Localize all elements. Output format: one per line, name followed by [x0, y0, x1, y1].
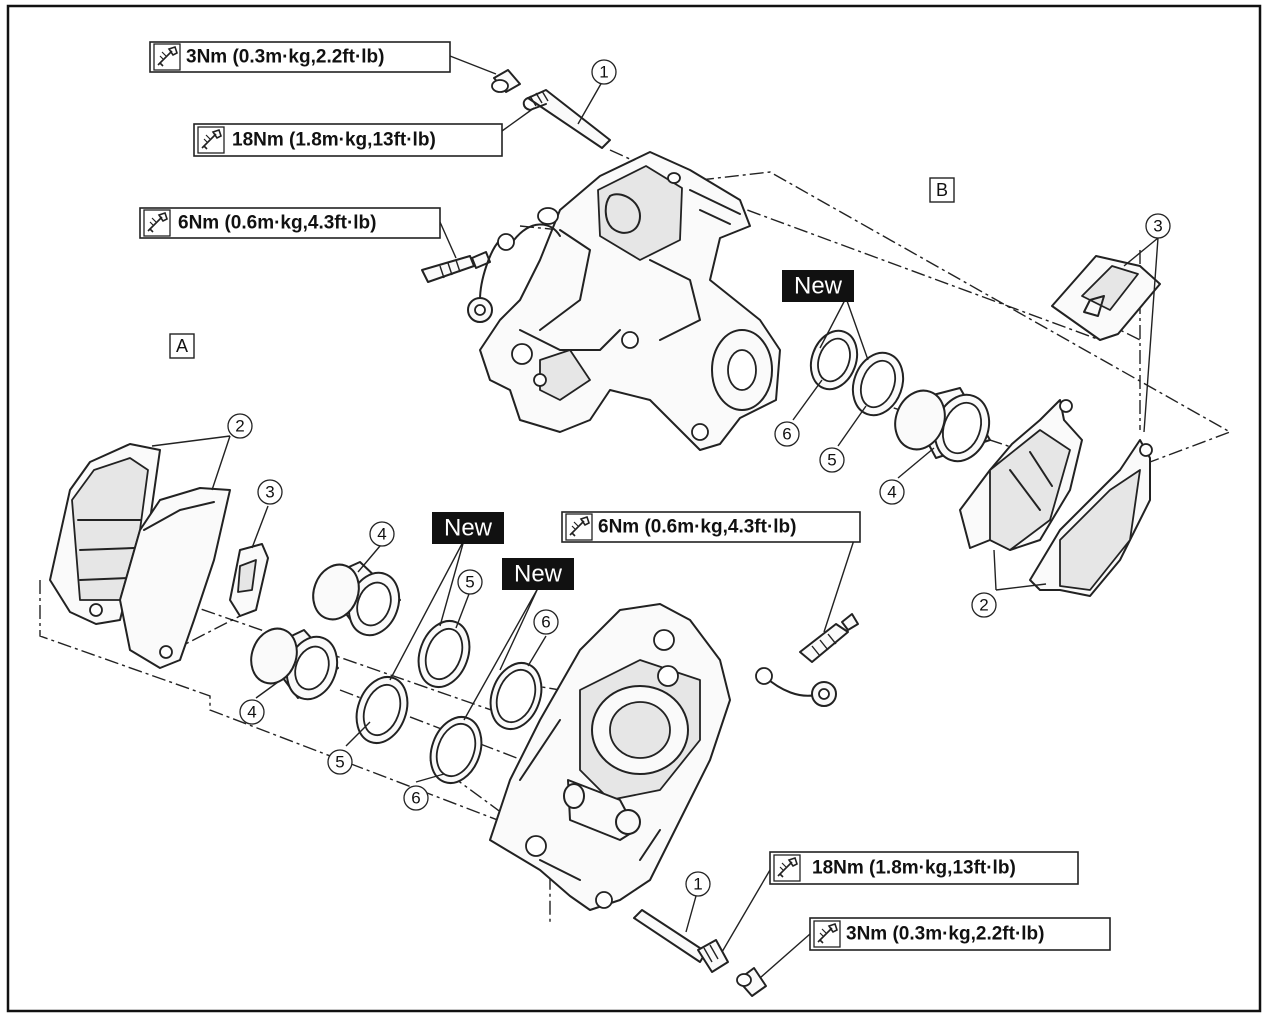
torque-spec-6: 3Nm (0.3m·kg,2.2ft·lb) [809, 917, 1111, 951]
svg-text:4: 4 [377, 525, 386, 544]
caliper-body-lower [489, 603, 731, 911]
view-label-text: A [176, 336, 188, 356]
torque-spec-text: 6Nm (0.6m·kg,4.3ft·lb) [178, 213, 376, 234]
torque-wrench-icon [143, 209, 171, 237]
callout-3-lower: 3 [257, 479, 283, 505]
bleed-screw-lower [799, 613, 859, 663]
svg-text:5: 5 [335, 753, 344, 772]
diagram-frame [6, 4, 1262, 1013]
svg-text:6: 6 [541, 613, 550, 632]
torque-spec-1: 3Nm (0.3m·kg,2.2ft·lb) [149, 41, 451, 73]
seal-6-upper [809, 329, 859, 391]
torque-spec-5: 18Nm (1.8m·kg,13ft·lb) [769, 851, 1079, 885]
callout-2-upper: 2 [971, 592, 997, 618]
callout-numbers: 1 3 6 5 4 2 2 3 4 5 6 4 5 6 1 [227, 59, 1171, 897]
new-label-3: New [502, 558, 574, 590]
seal-6-lower-2 [429, 716, 483, 784]
torque-spec-text: 18Nm (1.8m·kg,13ft·lb) [232, 130, 436, 151]
callout-5-lower-2: 5 [327, 749, 353, 775]
torque-spec-text: 18Nm (1.8m·kg,13ft·lb) [812, 858, 1016, 879]
callout-3-upper: 3 [1145, 213, 1171, 239]
bleed-cap-lower [755, 667, 837, 707]
caliper-body-upper [479, 151, 781, 451]
torque-wrench-icon [565, 513, 593, 541]
brake-pad-upper-2 [1029, 439, 1153, 597]
bleed-screw-upper [421, 251, 491, 283]
svg-text:2: 2 [979, 596, 988, 615]
pin-cap-lower [736, 967, 767, 997]
callout-4-lower-1: 4 [369, 521, 395, 547]
svg-text:4: 4 [887, 483, 896, 502]
view-label-text: B [936, 180, 948, 200]
torque-spec-4: 6Nm (0.6m·kg,4.3ft·lb) [561, 511, 861, 543]
pad-spring-upper [1051, 255, 1161, 341]
pad-spring-lower [229, 543, 269, 617]
svg-text:2: 2 [235, 417, 244, 436]
slide-pin-lower [633, 909, 729, 973]
new-label-text: New [514, 561, 563, 588]
torque-wrench-icon [153, 43, 181, 71]
view-b-assembly [421, 69, 1232, 597]
svg-text:5: 5 [827, 451, 836, 470]
torque-spec-text: 6Nm (0.6m·kg,4.3ft·lb) [598, 517, 796, 538]
pin-cap-upper [491, 69, 521, 93]
new-label-1: New [782, 270, 854, 302]
torque-spec-2: 18Nm (1.8m·kg,13ft·lb) [193, 123, 503, 157]
svg-text:6: 6 [411, 789, 420, 808]
torque-wrench-icon [813, 920, 841, 948]
svg-text:4: 4 [247, 703, 256, 722]
svg-text:1: 1 [599, 63, 608, 82]
torque-spec-text: 3Nm (0.3m·kg,2.2ft·lb) [846, 924, 1044, 945]
new-label-2: New [432, 512, 504, 544]
callout-2-lower: 2 [227, 413, 253, 439]
view-label-b: B [929, 177, 955, 203]
callout-5-upper: 5 [819, 447, 845, 473]
leader-lines [151, 55, 1159, 979]
callout-5-lower-1: 5 [457, 569, 483, 595]
torque-wrench-icon [773, 854, 801, 882]
brake-pad-upper-1 [959, 399, 1083, 551]
callout-4-lower-2: 4 [239, 699, 265, 725]
callout-1-lower: 1 [685, 871, 711, 897]
new-label-text: New [794, 273, 843, 300]
view-a-assembly [39, 443, 859, 997]
seal-6-lower-1 [489, 662, 543, 730]
svg-text:1: 1 [693, 875, 702, 894]
callout-1-upper: 1 [591, 59, 617, 85]
callout-6-upper: 6 [774, 421, 800, 447]
piston-lower-2 [250, 627, 339, 701]
torque-spec-text: 3Nm (0.3m·kg,2.2ft·lb) [186, 47, 384, 68]
callout-6-lower-2: 6 [403, 785, 429, 811]
torque-wrench-icon [197, 126, 225, 154]
callout-4-upper: 4 [879, 479, 905, 505]
svg-text:6: 6 [782, 425, 791, 444]
svg-text:5: 5 [465, 573, 474, 592]
svg-text:3: 3 [265, 483, 274, 502]
piston-upper [894, 387, 991, 463]
view-label-a: A [169, 333, 195, 359]
torque-spec-3: 6Nm (0.6m·kg,4.3ft·lb) [139, 207, 441, 239]
svg-text:3: 3 [1153, 217, 1162, 236]
new-label-text: New [444, 515, 493, 542]
callout-6-lower-1: 6 [533, 609, 559, 635]
brake-pad-lower-1 [49, 443, 161, 625]
seal-5-lower-2 [355, 676, 409, 744]
slide-pin-upper [522, 89, 611, 149]
brake-pad-lower-2 [119, 487, 231, 669]
seal-5-lower-1 [417, 620, 471, 688]
bleed-cap-upper [467, 233, 515, 323]
piston-lower-1 [312, 561, 401, 637]
seal-5-upper [851, 351, 905, 417]
